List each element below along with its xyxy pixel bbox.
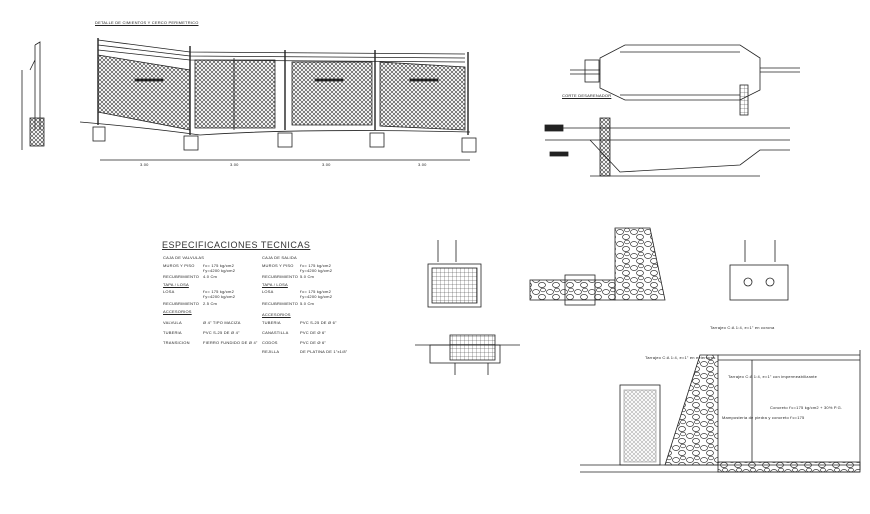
spec-label: TUBERIA	[163, 330, 182, 335]
spec-value: f'y=4200 kg/cm2	[203, 268, 236, 273]
spec-label: LOSA	[163, 289, 175, 294]
wall-note: Concreto f'c=175 kg/cm2 + 30% P.G.	[770, 405, 843, 410]
spec-label: REJILLA	[262, 349, 280, 354]
spec-label: CANASTILLA	[262, 330, 289, 335]
spec-label: LOSA	[262, 289, 274, 294]
section-label: CORTE DESARENADOR	[562, 93, 612, 98]
specs-heading: CAJA DE VALVULAS	[163, 255, 205, 260]
spec-value: f'y=4200 kg/cm2	[300, 268, 333, 273]
spec-value: f'c= 175 kg/cm2	[203, 289, 234, 294]
fence-elevation	[21, 38, 477, 161]
spec-label: RECUBRIMIENTO	[262, 274, 299, 279]
wall-note: Mamposteria de piedra y concreto f'c=175	[722, 415, 805, 420]
specs-title: ESPECIFICACIONES TECNICAS	[162, 240, 311, 250]
specs-subheading: TAPA / LOSA	[163, 282, 189, 287]
spec-value: f'y=4200 kg/cm2	[300, 294, 333, 299]
retaining-wall-section	[580, 350, 861, 473]
spec-value: f'y=4200 kg/cm2	[203, 294, 236, 299]
spec-value: DE PLATINA DE 1"x1/8"	[300, 349, 348, 354]
specs-heading: CAJA DE SALIDA	[262, 255, 297, 260]
dimension-label: 3.00	[418, 162, 427, 167]
spec-value: PVC DE Ø 6"	[300, 340, 327, 345]
dimension-label: 3.00	[322, 162, 331, 167]
spec-value: 4.0 Cm	[203, 274, 218, 279]
spec-label: RECUBRIMIENTO	[262, 301, 299, 306]
specs-subheading: ACCESORIOS	[262, 312, 291, 317]
spec-value: 2.5 Cm	[203, 301, 218, 306]
dimension-label: 3.00	[230, 162, 239, 167]
spec-label: TRANSICION	[163, 340, 190, 345]
spec-label: CODOS	[262, 340, 278, 345]
spec-value: PVC DE Ø 6"	[300, 330, 327, 335]
spec-value: f'c= 175 kg/cm2	[203, 263, 234, 268]
spec-value: 5.0 Cm	[300, 274, 315, 279]
specs-subheading: TAPA / LOSA	[262, 282, 288, 287]
wall-note: Tarrajeo C:A 1:4, e=1" en corona	[710, 325, 775, 330]
spec-value: f'c= 175 kg/cm2	[300, 263, 331, 268]
valve-box-details	[415, 227, 789, 375]
specs-subheading: ACCESORIOS	[163, 309, 192, 314]
desander-plan-section	[544, 44, 800, 177]
spec-label: MUROS Y PISO	[262, 263, 294, 268]
spec-value: FIERRO FUNDIDO DE Ø 4"	[203, 340, 258, 345]
spec-value: Ø 4" TIPO MACIZA	[203, 320, 241, 325]
wall-note: Tarrajeo C:A 1:4, e=1" con impermeabiliz…	[728, 374, 818, 379]
fence-title: DETALLE DE CIMIENTOS Y CERCO PERIMETRICO	[95, 20, 199, 25]
wall-note: Tarrajeo C:A 1:4, e=1" en exteriores	[645, 355, 716, 360]
spec-label: MUROS Y PISO	[163, 263, 195, 268]
spec-value: f'c= 175 kg/cm2	[300, 289, 331, 294]
spec-value: PVC S-25 DE Ø 6"	[300, 320, 337, 325]
dimension-label: 3.00	[140, 162, 149, 167]
spec-value: 5.0 Cm	[300, 301, 315, 306]
spec-label: TUBERIA	[262, 320, 281, 325]
spec-label: RECUBRIMIENTO	[163, 274, 200, 279]
spec-label: VALVULA	[163, 320, 182, 325]
spec-value: PVC S-25 DE Ø 4"	[203, 330, 240, 335]
spec-label: RECUBRIMIENTO	[163, 301, 200, 306]
